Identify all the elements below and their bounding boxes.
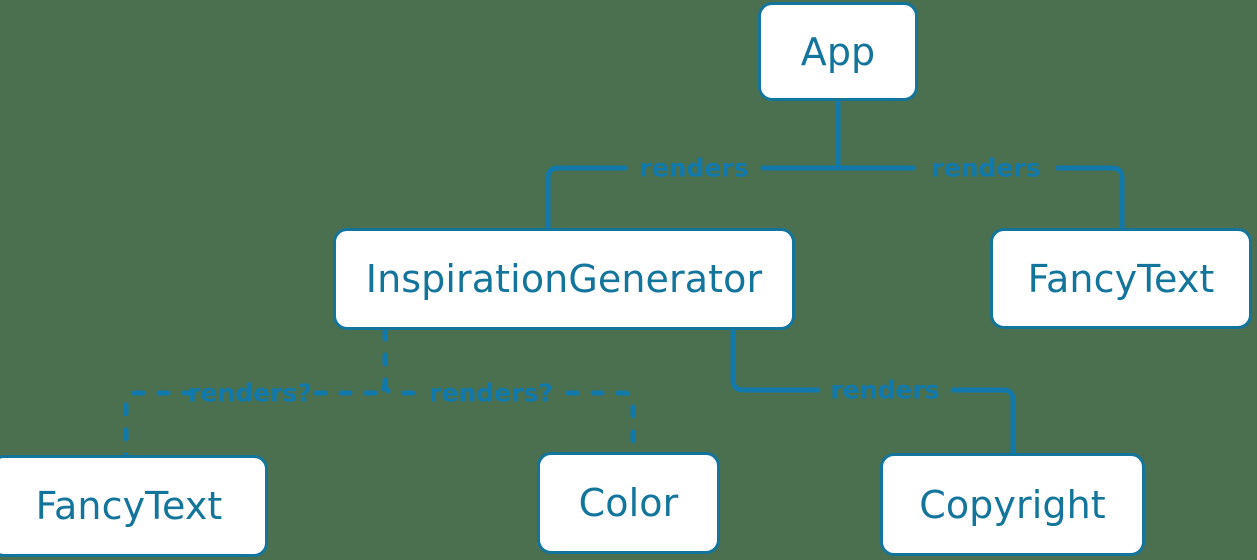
node-color-label: Color [578,481,679,525]
edge-inspirationgenerator-to-copyright-seg-a [730,327,821,393]
edge-app-to-inspirationgenerator-left-seg [545,165,628,231]
edge-label-app-to-inspirationgenerator: renders [639,153,749,183]
node-inspirationgenerator[interactable]: InspirationGenerator [333,228,795,330]
node-app-label: App [800,29,876,74]
edge-label-app-to-fancytext: renders [931,153,1041,183]
node-fancytext-left[interactable]: FancyText [0,455,268,557]
edge-app-to-fancytext-right-seg [1055,165,1125,231]
node-fancytext-right-label: FancyText [1027,256,1215,301]
node-inspirationgenerator-label: InspirationGenerator [365,257,763,301]
node-copyright-label: Copyright [919,482,1106,527]
node-app[interactable]: App [758,2,918,101]
edge-inspirationgenerator-to-color-seg-b [565,390,636,455]
node-fancytext-left-label: FancyText [35,484,223,528]
node-color[interactable]: Color [537,452,720,554]
edge-inspirationgenerator-to-copyright-seg-b [950,387,1016,456]
edge-inspirationgenerator-to-color-seg-a [382,380,416,396]
edge-label-inspirationgenerator-to-copyright: renders [830,375,940,405]
edge-inspirationgenerator-to-fancytext-seg-b [123,390,196,458]
edge-label-inspirationgenerator-to-color: renders? [429,378,553,408]
node-fancytext-right[interactable]: FancyText [990,228,1252,329]
node-copyright[interactable]: Copyright [880,453,1145,556]
edge-label-inspirationgenerator-to-fancytext: renders? [188,378,312,408]
